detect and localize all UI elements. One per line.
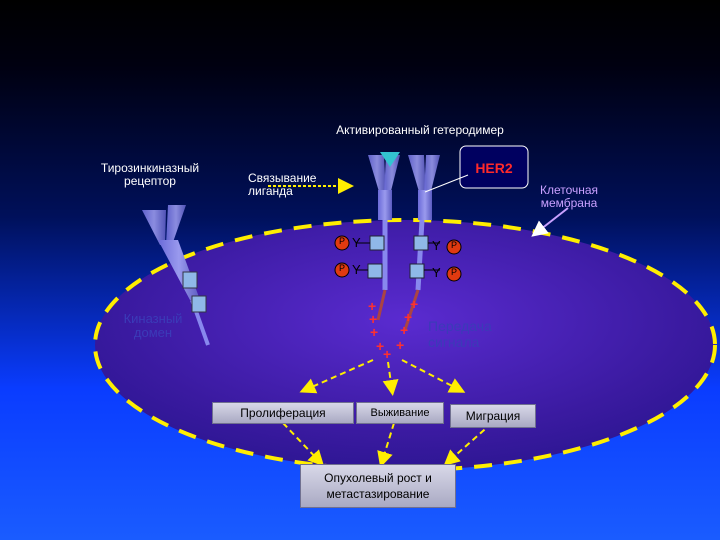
outcome-survival: Выживание xyxy=(356,402,444,424)
svg-text:+: + xyxy=(376,338,384,354)
tyrosine-label-1: Y xyxy=(352,235,361,250)
kinase-box-left-2 xyxy=(367,263,383,279)
arrow-to-migration xyxy=(401,359,466,393)
receptor-label: Тирозинкиназный рецептор xyxy=(100,161,200,188)
phospho-label-4: P xyxy=(450,267,457,277)
svg-text:+: + xyxy=(383,346,391,362)
phospho-label-3: P xyxy=(450,240,457,250)
kinase-box-right-2 xyxy=(409,263,425,279)
phospho-label-2: P xyxy=(338,263,345,273)
membrane-callout-arrow xyxy=(531,207,569,237)
her2-callout-pointer xyxy=(424,174,469,193)
phospho-right-2 xyxy=(424,266,462,282)
svg-text:+: + xyxy=(404,309,412,325)
signal-transmission-label: Передача сигнала xyxy=(428,318,492,350)
arrow-prolif-to-result xyxy=(282,422,325,467)
arrow-survival-to-result xyxy=(377,422,395,468)
arrow-to-proliferation xyxy=(299,359,374,394)
ligand-binding-label: Связывание лиганда xyxy=(248,171,317,198)
her2-callout-box xyxy=(459,145,529,189)
svg-text:+: + xyxy=(370,324,378,340)
result-box: Опухолевый рост и метастазирование xyxy=(300,464,456,508)
tyrosine-label-4: Y xyxy=(432,265,441,280)
signal-plus-markers: + + + + + + + + + xyxy=(368,296,418,362)
kinase-domain-label: Киназный домен xyxy=(123,311,183,340)
svg-text:+: + xyxy=(396,337,404,353)
svg-text:+: + xyxy=(400,322,408,338)
tyrosine-label-3: Y xyxy=(432,238,441,253)
phospho-right-1 xyxy=(428,239,462,255)
svg-text:+: + xyxy=(369,311,377,327)
phospho-label-1: P xyxy=(338,236,345,246)
arrow-to-survival xyxy=(382,361,399,396)
svg-text:+: + xyxy=(368,298,376,314)
left-receptor xyxy=(142,205,210,346)
diagram-title: Активированный гетеродимер xyxy=(336,123,504,137)
tyrosine-label-2: Y xyxy=(352,262,361,277)
svg-text:+: + xyxy=(410,296,418,312)
phospho-left-2 xyxy=(334,262,368,278)
outcome-migration: Миграция xyxy=(450,404,536,428)
cell-membrane xyxy=(93,218,717,472)
kinase-box-right-1 xyxy=(413,235,429,251)
her2-label: HER2 xyxy=(475,160,513,176)
phospho-left-1 xyxy=(334,235,370,251)
outcome-proliferation: Пролиферация xyxy=(212,402,354,424)
heterodimer-receptor-left xyxy=(368,155,400,321)
ligand-shape xyxy=(380,152,400,167)
membrane-label: Клеточная мембрана xyxy=(539,183,599,210)
kinase-box-left-1 xyxy=(369,235,385,251)
